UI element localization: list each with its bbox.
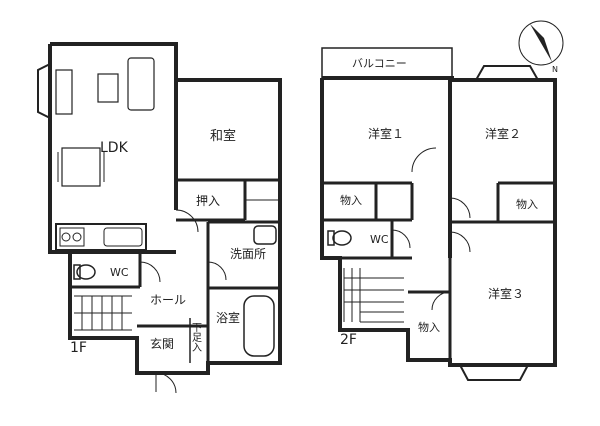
labels: LDK 和室 押入 WC 洗面所 ホール 浴室 玄関 下足入 1F バルコニー … xyxy=(70,57,538,356)
stairs-1f xyxy=(74,295,132,331)
room-label-yoshitsu2: 洋室２ xyxy=(485,126,521,141)
room-label-oshiire-1f: 押入 xyxy=(196,194,220,208)
compass-needle xyxy=(530,24,552,62)
stairs-2f xyxy=(343,268,404,323)
room-label-yoshitsu3: 洋室３ xyxy=(488,286,524,301)
floor-label-2f: 2F xyxy=(340,332,357,348)
room-label-wc-2f: WC xyxy=(370,233,389,246)
wash-basin xyxy=(253,225,277,245)
compass: N xyxy=(518,20,564,74)
room-label-wc-1f: WC xyxy=(110,266,129,279)
room-label-shimoashi: 下足入 xyxy=(190,322,202,352)
room-label-yoshitsu1: 洋室１ xyxy=(368,126,404,141)
bay-window-2 xyxy=(475,65,539,81)
dining-table xyxy=(61,147,101,187)
compass-circle xyxy=(518,20,564,66)
compass-label: N xyxy=(552,65,558,74)
room-label-ldk: LDK xyxy=(100,140,129,156)
room-label-yokushitsu: 浴室 xyxy=(216,310,240,325)
room-label-genkan: 玄関 xyxy=(150,336,174,351)
toilet-2f xyxy=(332,230,352,246)
sofa xyxy=(127,57,155,111)
bay-window xyxy=(37,63,51,119)
floor-2-plan xyxy=(320,47,557,381)
balcony-label: バルコニー xyxy=(352,57,407,70)
room-label-monoire-2: 物入 xyxy=(516,197,538,211)
entrance-door xyxy=(155,372,177,394)
bay-window-3 xyxy=(459,364,529,381)
room-label-monoire-3: 物入 xyxy=(418,320,440,334)
room-label-washitsu: 和室 xyxy=(210,128,236,144)
bathtub xyxy=(243,295,275,357)
tv-cabinet xyxy=(55,69,73,115)
room-label-senmenjo: 洗面所 xyxy=(230,247,266,261)
floor-1-plan xyxy=(37,42,282,394)
room-label-hall: ホール xyxy=(150,293,186,307)
room-label-monoire-1: 物入 xyxy=(340,193,362,207)
toilet-1f xyxy=(76,264,96,280)
floor-label-1f: 1F xyxy=(70,340,87,356)
